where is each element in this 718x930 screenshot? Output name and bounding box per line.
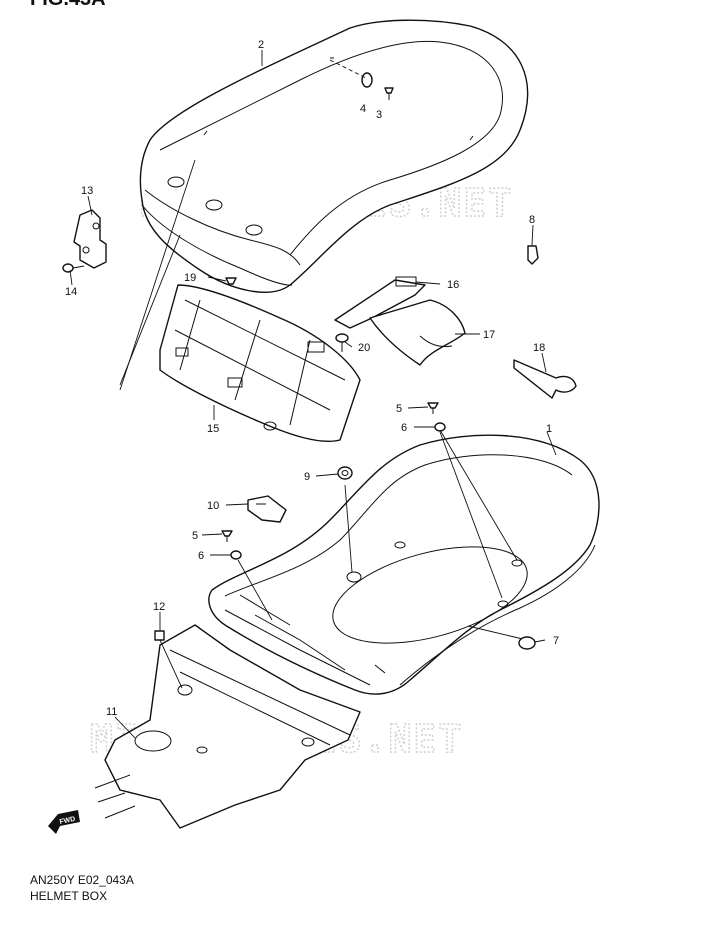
callout-4: 4	[360, 103, 366, 115]
callout-15: 15	[207, 423, 219, 435]
callout-3: 3	[376, 109, 382, 121]
callout-13: 13	[81, 185, 93, 197]
figure-name: HELMET BOX	[30, 889, 108, 903]
part-5-screw-lower	[221, 530, 233, 542]
callout-12: 12	[153, 601, 165, 613]
part-5-screw-upper	[427, 402, 439, 414]
callout-18: 18	[533, 342, 545, 354]
callout-6-upper: 6	[401, 422, 407, 434]
callout-17: 17	[483, 329, 495, 341]
callout-8: 8	[529, 214, 535, 226]
part-6-washer-upper	[434, 422, 446, 432]
model-code: AN250Y E02_043A	[30, 873, 134, 887]
figure-title: FIG.43A	[30, 0, 106, 11]
callout-19: 19	[184, 272, 196, 284]
part-6-washer-lower	[230, 550, 242, 560]
callout-11: 11	[106, 706, 117, 718]
part-14-bolt	[62, 263, 85, 273]
callout-numbers: 2 4 3 13 14 8 19 16 17 20 18 15 5 6 1 9 …	[65, 39, 559, 718]
part-13-hinge-bracket	[73, 209, 107, 269]
part-16-strap	[334, 276, 426, 329]
callout-5-upper: 5	[396, 403, 402, 415]
part-19-screw	[225, 277, 237, 285]
part-3-screw	[384, 87, 394, 100]
part-15-tray	[159, 284, 361, 442]
callout-9: 9	[304, 471, 310, 483]
callout-20: 20	[358, 342, 370, 354]
callout-16: 16	[447, 279, 459, 291]
part-17-cover	[369, 299, 466, 366]
part-9-grommet	[337, 466, 353, 480]
part-11-lower-cover	[94, 624, 361, 829]
part-8-clip	[527, 245, 539, 265]
part-1-helmet-box	[208, 434, 600, 695]
callout-10: 10	[207, 500, 219, 512]
part-10-latch-plate	[247, 495, 287, 523]
callout-1: 1	[546, 423, 552, 435]
fwd-label: FWD	[59, 816, 76, 826]
callout-14: 14	[65, 286, 77, 298]
callout-7: 7	[553, 635, 559, 647]
part-4-washer	[361, 72, 373, 88]
part-12-nut	[154, 630, 165, 641]
fwd-arrow-icon: FWD	[48, 810, 80, 834]
callout-6-lower: 6	[198, 550, 204, 562]
part-18-hook	[513, 359, 577, 399]
part-7-cap	[518, 636, 536, 650]
callout-leaders	[69, 50, 557, 739]
part-20-screw	[335, 333, 349, 352]
callout-2: 2	[258, 39, 264, 51]
callout-5-lower: 5	[192, 530, 198, 542]
part-2-seat-lid	[139, 19, 529, 293]
